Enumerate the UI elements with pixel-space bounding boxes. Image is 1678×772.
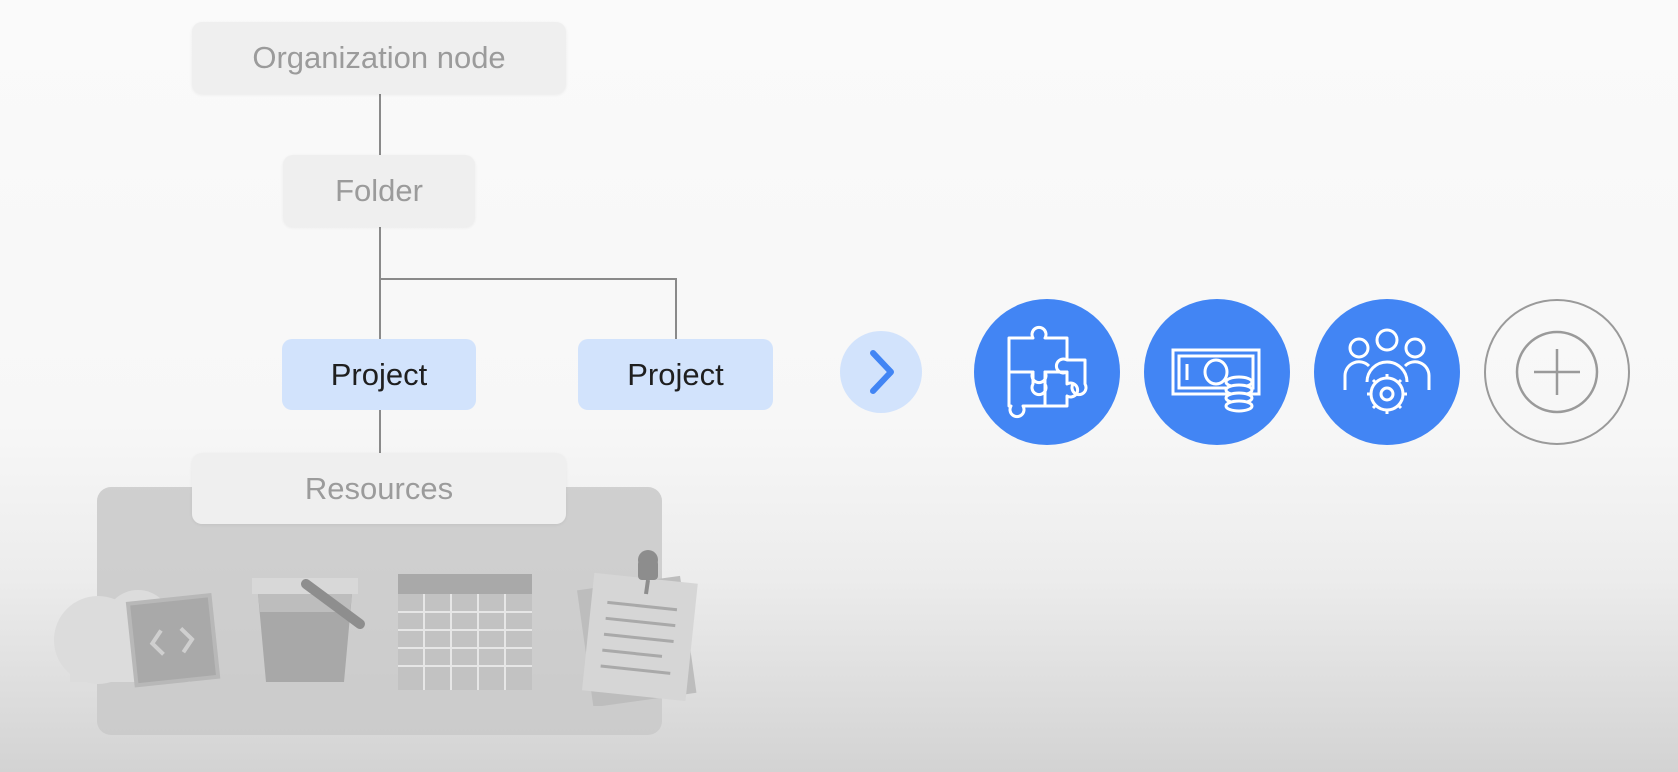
project-node-label: Project	[330, 356, 428, 392]
table-grid-icon	[398, 574, 532, 690]
folder-node: Folder	[283, 155, 475, 227]
folder-node-label: Folder	[335, 173, 423, 208]
feature-add	[1484, 299, 1630, 445]
resources-node-label: Resources	[304, 470, 454, 506]
storage-bucket-icon	[252, 578, 365, 682]
project-node-1: Project	[282, 339, 476, 410]
connector-branch-horizontal	[379, 278, 677, 280]
feature-team	[1314, 299, 1460, 445]
project-node-label: Project	[627, 356, 724, 392]
chevron-right-icon	[870, 350, 894, 394]
feature-billing	[1144, 299, 1290, 445]
puzzle-icon	[1007, 325, 1088, 419]
connector-org-folder	[379, 94, 381, 155]
project-node-2: Project	[578, 339, 773, 410]
code-file-icon	[54, 590, 221, 688]
feature-puzzle	[974, 299, 1120, 445]
pinned-notes-icon	[577, 550, 698, 706]
resources-node: Resources	[192, 453, 566, 524]
next-arrow-button[interactable]	[840, 331, 922, 413]
connector-folder-branch	[379, 227, 381, 339]
connector-branch-project-2	[675, 278, 677, 339]
billing-money-icon	[1171, 348, 1261, 413]
organization-node: Organization node	[192, 22, 566, 94]
team-settings-icon	[1343, 328, 1431, 414]
add-plus-icon	[1515, 330, 1599, 414]
connector-project-resources	[379, 410, 381, 453]
organization-node-label: Organization node	[252, 40, 506, 75]
